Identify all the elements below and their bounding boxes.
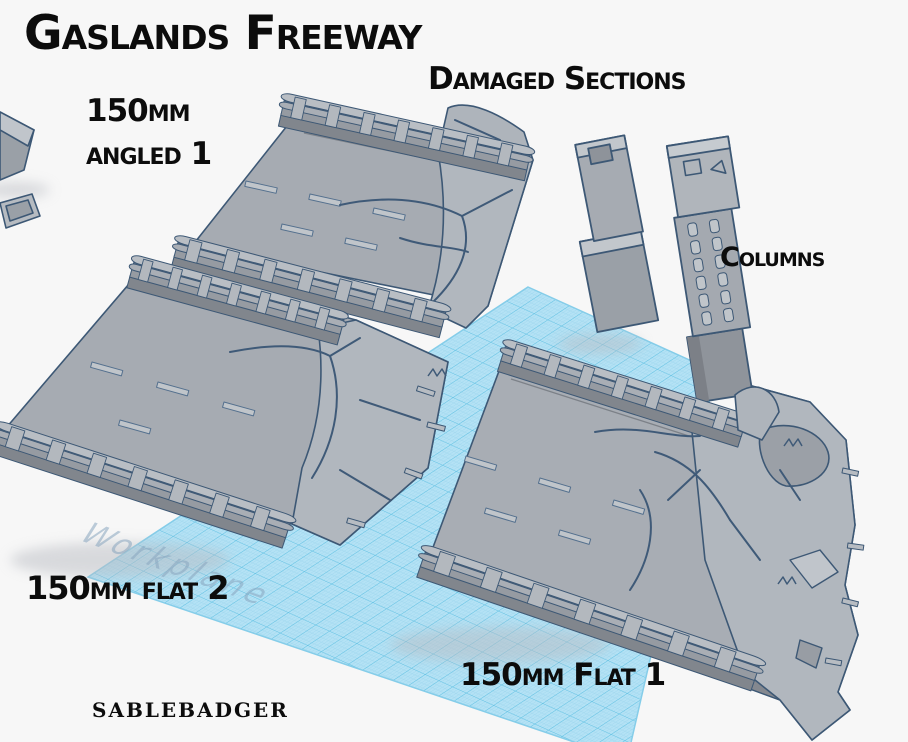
subtitle: Damaged Sections	[428, 61, 686, 97]
rebar	[346, 385, 446, 529]
label-150mm-flat-2: 150mm flat 2	[26, 569, 230, 607]
label-columns: Columns	[720, 242, 825, 273]
label-150mm-angled-1: 150mm angled 1	[86, 93, 212, 172]
label-150mm-flat-1: 150mm Flat 1	[460, 657, 666, 693]
label-150mm-angled-1-line1: 150mm	[86, 93, 191, 129]
rebar	[824, 467, 865, 667]
model-150mm-flat-1[interactable]	[410, 336, 865, 741]
model-150mm-flat-2[interactable]	[0, 253, 449, 552]
model-edge-tray[interactable]	[0, 193, 41, 229]
model-150mm-angled-1[interactable]	[165, 90, 537, 341]
model-edge-wedge[interactable]	[0, 111, 35, 181]
credit-sablebadger: sablebadger	[92, 698, 289, 722]
model-column-tall[interactable]	[657, 135, 768, 404]
label-150mm-angled-1-line2: angled 1	[86, 136, 212, 172]
model-column-short[interactable]	[561, 134, 660, 334]
page-title: Gaslands Freeway	[24, 6, 422, 61]
